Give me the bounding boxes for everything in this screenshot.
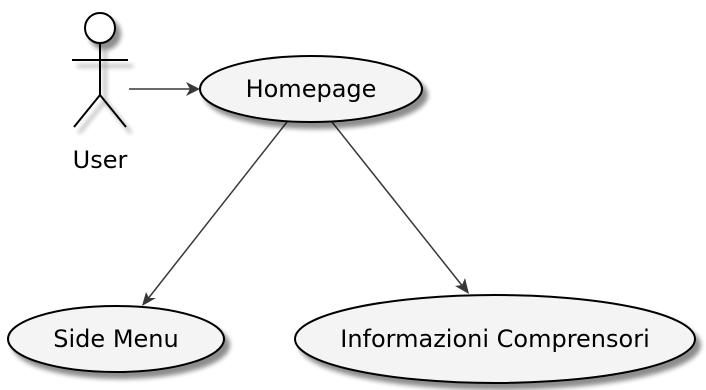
use-case-homepage[interactable]: Homepage xyxy=(199,55,423,123)
arrow-homepage-to-informazioni xyxy=(331,121,469,294)
use-case-informazioni-label: Informazioni Comprensori xyxy=(340,325,650,353)
arrows xyxy=(129,82,469,306)
stick-figure-icon xyxy=(72,12,128,128)
use-case-side-menu[interactable]: Side Menu xyxy=(7,305,225,373)
use-case-side-menu-label: Side Menu xyxy=(53,325,178,353)
actor-user[interactable]: User xyxy=(72,12,128,174)
use-case-homepage-label: Homepage xyxy=(246,75,377,103)
actor-label: User xyxy=(73,146,128,174)
use-case-informazioni-comprensori[interactable]: Informazioni Comprensori xyxy=(294,294,696,384)
arrow-user-to-homepage xyxy=(129,82,200,96)
arrow-homepage-to-side-menu xyxy=(142,121,288,306)
